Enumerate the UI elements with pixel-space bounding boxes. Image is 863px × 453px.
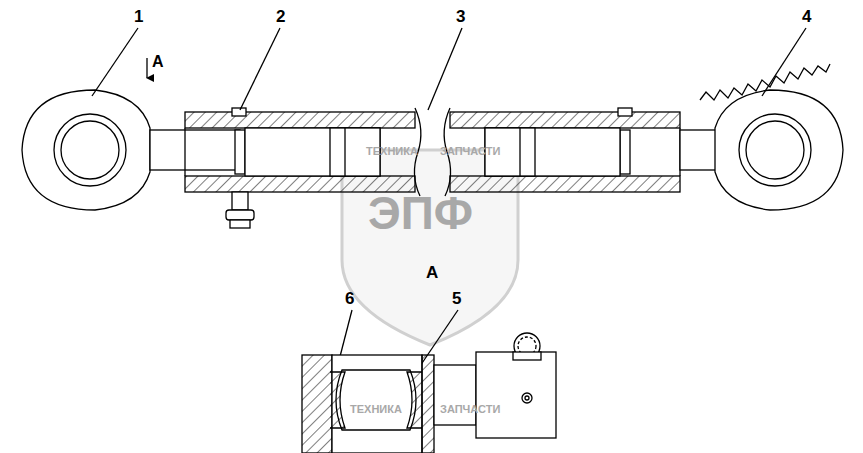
watermark: ТЕХНИКА bbox=[366, 146, 418, 157]
callout-number: 6 bbox=[345, 290, 354, 307]
watermark: ЗАПЧАСТИ bbox=[440, 404, 500, 415]
view-letter: A bbox=[152, 54, 164, 70]
callout-number: 1 bbox=[134, 8, 143, 25]
callout-number: 2 bbox=[276, 8, 285, 25]
callout-number: 4 bbox=[802, 8, 811, 25]
callout-number: 3 bbox=[456, 8, 465, 25]
watermark: ЗАПЧАСТИ bbox=[440, 146, 500, 157]
watermark: ТЕХНИКА bbox=[350, 404, 402, 415]
callout-number: 5 bbox=[452, 290, 461, 307]
watermark: ЭПФ bbox=[368, 190, 473, 236]
view-letter: A bbox=[426, 264, 438, 281]
